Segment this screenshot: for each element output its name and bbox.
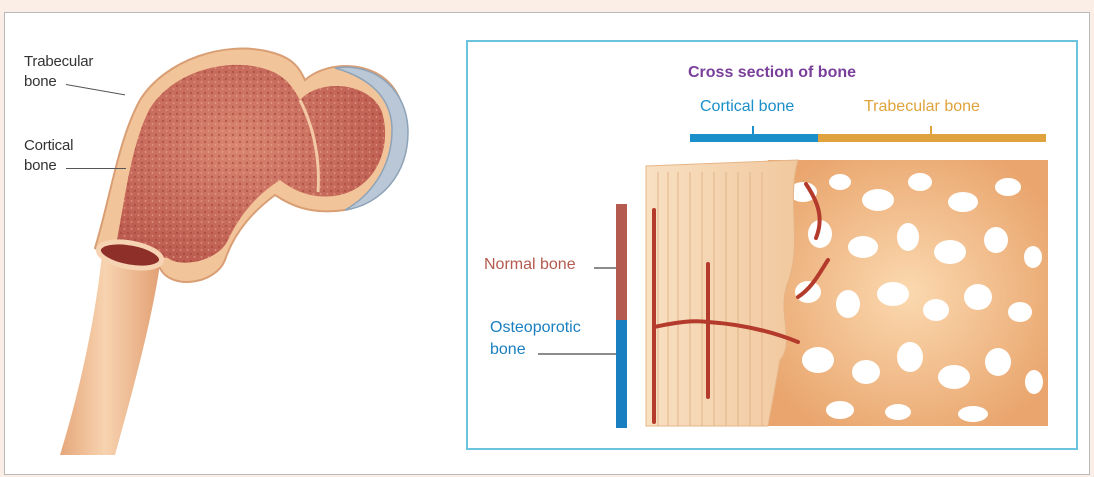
osteoporotic-label-line1: Osteoporotic xyxy=(490,317,581,339)
osteoporotic-label-line2: bone xyxy=(490,339,581,361)
trabecular-label-line2: bone xyxy=(24,72,57,92)
cortical-leader-line xyxy=(66,168,126,169)
cortical-label-line1: Cortical xyxy=(24,136,73,156)
cross-section-panel: Cross section of bone Cortical bone Trab… xyxy=(466,40,1078,450)
normal-bone-bar xyxy=(616,204,627,320)
trabecular-label-line1: Trabecular xyxy=(24,52,93,72)
cortical-label-line2: bone xyxy=(24,156,57,176)
cross-section-illustration xyxy=(468,42,1080,452)
normal-bone-label: Normal bone xyxy=(484,256,576,274)
femur-shaft xyxy=(60,255,160,455)
cortical-block xyxy=(646,160,798,426)
osteoporotic-bone-label: Osteoporotic bone xyxy=(490,317,581,361)
osteoporotic-bone-bar xyxy=(616,320,627,428)
